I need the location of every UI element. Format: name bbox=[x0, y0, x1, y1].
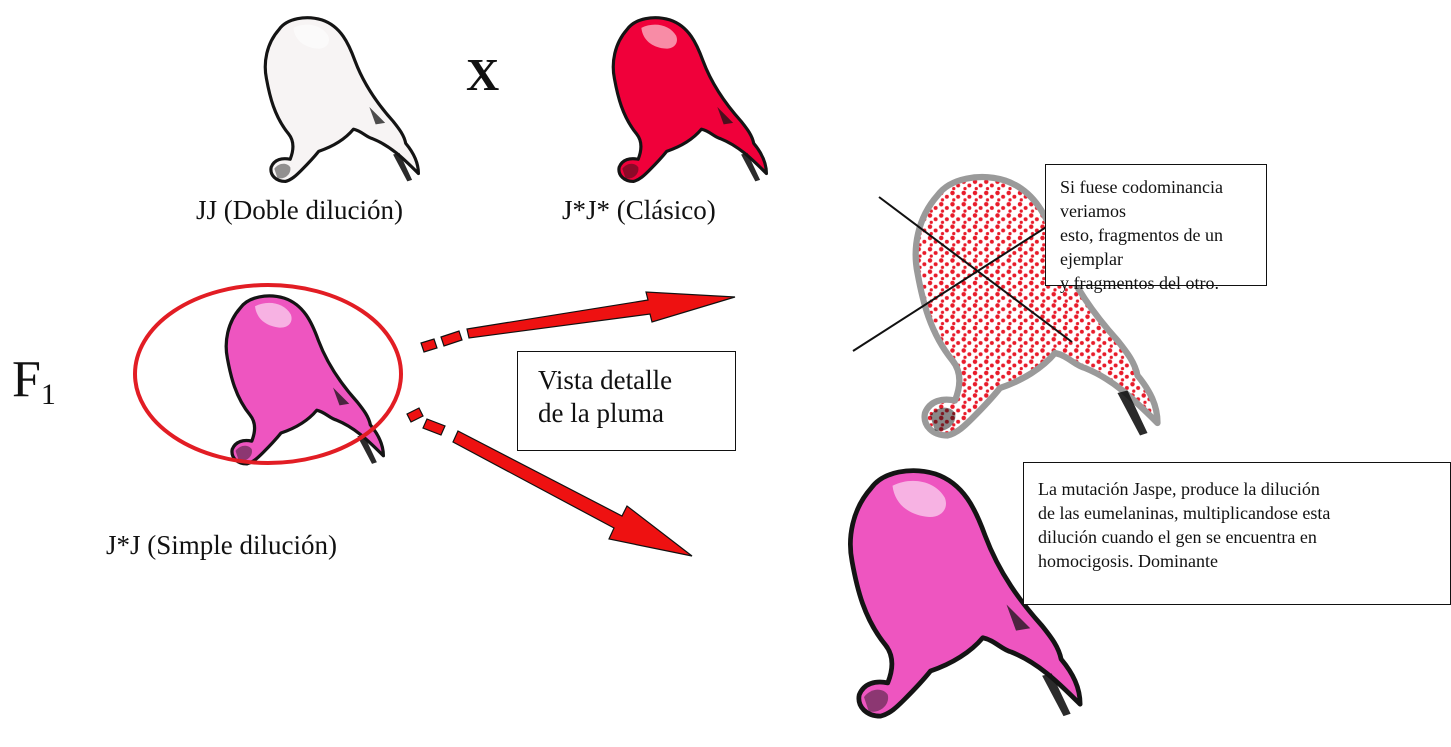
mutation-note-line-4: homocigosis. Dominante bbox=[1038, 551, 1218, 571]
speckled-bird-illustration bbox=[912, 174, 1161, 439]
parent-right-label: J*J* (Clásico) bbox=[562, 195, 716, 225]
detail-view-box: Vista detalle de la pluma bbox=[517, 351, 736, 451]
codominance-note-line-3: y fragmentos del otro. bbox=[1060, 273, 1219, 293]
parent-left-label: JJ (Doble dilución) bbox=[196, 195, 403, 225]
mutation-note-line-2: de las eumelaninas, multiplicandose esta bbox=[1038, 503, 1331, 523]
offspring-label: J*J (Simple dilución) bbox=[106, 530, 337, 560]
mutation-note-box: La mutación Jaspe, produce la dilución d… bbox=[1023, 462, 1451, 605]
detail-view-line-2: de la pluma bbox=[538, 398, 664, 428]
detail-view-line-1: Vista detalle bbox=[538, 365, 673, 395]
codominance-note-box: Si fuese codominancia veriamos esto, fra… bbox=[1045, 164, 1267, 293]
mutation-note-line-3: dilución cuando el gen se encuentra en bbox=[1038, 527, 1317, 547]
codominance-note-line-2: esto, fragmentos de un ejemplar bbox=[1060, 225, 1223, 269]
lower-arrow bbox=[406, 407, 693, 557]
generation-letter: F bbox=[12, 351, 41, 408]
mutation-note-line-1: La mutación Jaspe, produce la dilución bbox=[1038, 479, 1320, 499]
codominance-note-line-1: Si fuese codominancia veriamos bbox=[1060, 177, 1223, 221]
generation-label: F1 bbox=[12, 350, 56, 412]
upper-arrow bbox=[420, 291, 736, 353]
cross-symbol: X bbox=[466, 49, 500, 100]
generation-index: 1 bbox=[40, 378, 56, 411]
